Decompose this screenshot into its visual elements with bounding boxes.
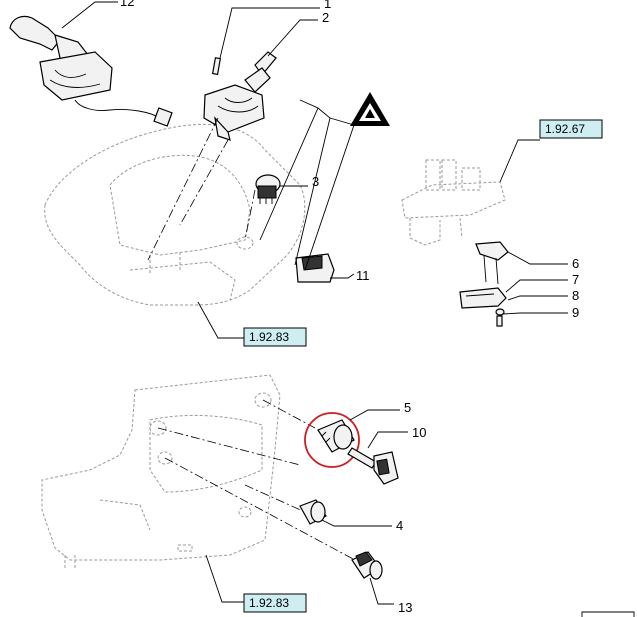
callout-1: 1 bbox=[324, 0, 331, 11]
callout-2: 2 bbox=[322, 10, 329, 25]
part-4-plug: 4 bbox=[299, 499, 403, 533]
parts-6-9-clip: 6 7 8 9 bbox=[459, 241, 579, 327]
callout-6: 6 bbox=[572, 256, 579, 271]
reference-1-92-67: 1.92.67 bbox=[499, 119, 603, 183]
part-2-gear-lever: 2 bbox=[203, 10, 329, 141]
callout-3: 3 bbox=[312, 174, 319, 189]
part-10-key: 10 bbox=[347, 425, 426, 485]
part-13-connector: 13 bbox=[351, 551, 412, 615]
part-1-screw: 1 bbox=[211, 0, 331, 76]
corner-frame bbox=[581, 611, 635, 617]
reference-label-middle-left: 1.92.83 bbox=[249, 330, 289, 344]
reference-label-bottom-left: 1.92.83 bbox=[249, 596, 289, 610]
lower-guide-lines bbox=[157, 399, 356, 561]
reference-1-92-83-bottom: 1.92.83 bbox=[205, 554, 307, 613]
part-12-lever-switch: 12 bbox=[9, 0, 173, 127]
part-5-ignition-cylinder: 5 bbox=[304, 400, 411, 468]
bracket-assembly bbox=[401, 159, 506, 246]
callout-9: 9 bbox=[572, 305, 579, 320]
lower-side-panel bbox=[41, 374, 281, 568]
callout-4: 4 bbox=[396, 518, 403, 533]
part-3-round-switch: 3 bbox=[255, 174, 319, 204]
callout-11: 11 bbox=[356, 268, 370, 283]
reference-label-upper-right: 1.92.67 bbox=[545, 122, 585, 136]
warning-triangle-icon bbox=[350, 92, 390, 126]
highlight-circle bbox=[304, 412, 360, 468]
reference-1-92-83-middle: 1.92.83 bbox=[197, 301, 307, 347]
callout-13: 13 bbox=[398, 600, 412, 615]
callout-7: 7 bbox=[572, 272, 579, 287]
callout-12: 12 bbox=[120, 0, 134, 9]
callout-5: 5 bbox=[404, 400, 411, 415]
upper-guide-lines bbox=[147, 99, 355, 271]
part-11-rocker-switch: 11 bbox=[295, 253, 370, 283]
callout-8: 8 bbox=[572, 288, 579, 303]
upper-dashboard-shroud bbox=[44, 123, 306, 306]
callout-10: 10 bbox=[412, 425, 426, 440]
